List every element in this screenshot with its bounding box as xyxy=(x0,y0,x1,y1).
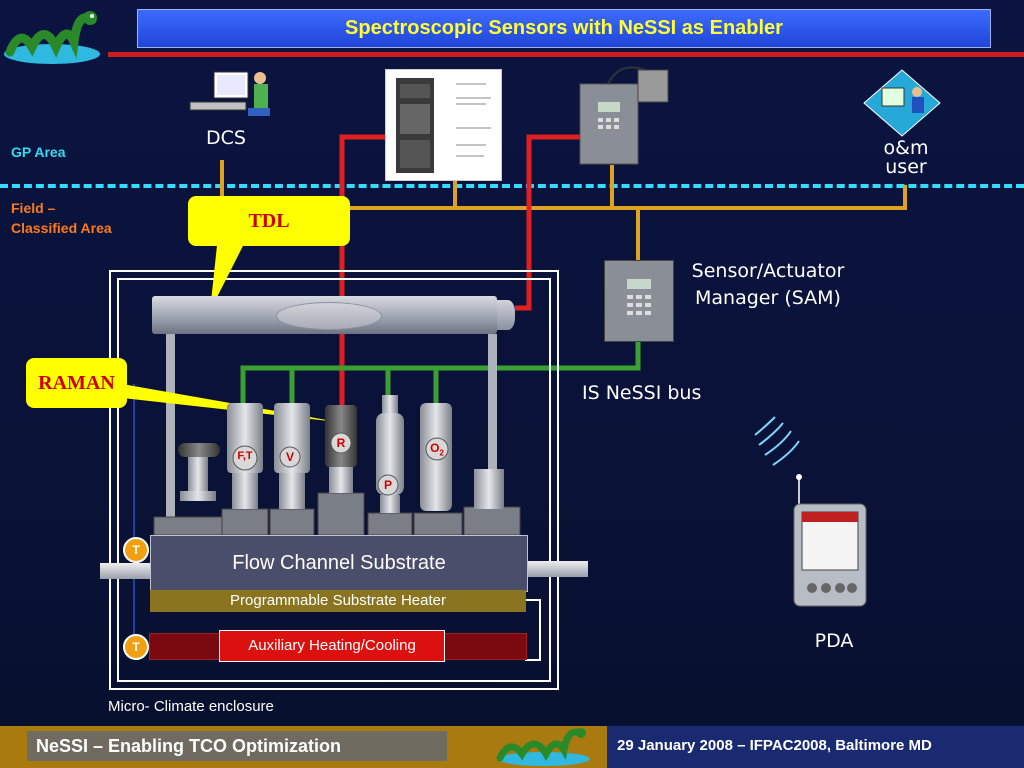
substrate-heater: Programmable Substrate Heater xyxy=(150,590,526,612)
footer-left-box xyxy=(27,731,447,761)
temperature-sensor-2: T xyxy=(123,634,149,660)
tdl-cell xyxy=(276,302,382,330)
tdl-callout: TDL xyxy=(188,196,350,246)
om-user-label-line2: user xyxy=(885,156,927,178)
om-user-label-line1: o&m xyxy=(883,137,929,159)
om-user-icon xyxy=(863,69,941,137)
slide-title: Spectroscopic Sensors with NeSSI as Enab… xyxy=(137,9,991,48)
flow-channel-substrate: Flow Channel Substrate xyxy=(150,535,528,592)
footer-logo-icon xyxy=(496,728,590,766)
sensor-r-badge: R xyxy=(336,436,346,450)
tdl-callout-pointer xyxy=(210,236,248,311)
nessi-logo-icon xyxy=(4,11,100,64)
footer-left-text: NeSSI – Enabling TCO Optimization xyxy=(36,736,342,756)
analyzer-box-image xyxy=(578,62,672,165)
raman-callout: RAMAN xyxy=(26,358,127,408)
dcs-operator-icon xyxy=(189,71,270,116)
temperature-sensor-1: T xyxy=(123,537,149,563)
sam-label-line2: Manager (SAM) xyxy=(695,287,841,309)
zone-boundary-line xyxy=(0,184,1024,188)
title-underline xyxy=(108,52,1024,57)
sensor-modules xyxy=(153,395,521,536)
sam-label-line1: Sensor/Actuator xyxy=(691,260,845,282)
substrate-pipe-right xyxy=(526,561,588,577)
dcs-label: DCS xyxy=(206,127,246,149)
field-area-label-line1: Field – xyxy=(11,200,56,216)
footer-right-text: 29 January 2008 – IFPAC2008, Baltimore M… xyxy=(617,737,932,754)
sensor-o2-badge: O2 xyxy=(426,441,448,457)
sam-device-image xyxy=(604,260,674,342)
sensor-v-badge: V xyxy=(285,450,294,464)
substrate-pipe-left xyxy=(100,563,152,579)
header-pipe-end xyxy=(497,300,515,330)
sensor-ft-badge: F,T xyxy=(237,450,253,462)
field-area-label-line2: Classified Area xyxy=(11,220,112,236)
support-post-left xyxy=(166,334,175,519)
pda-device-icon xyxy=(793,474,867,607)
support-post-right xyxy=(488,334,497,519)
aux-heating-label: Auxiliary Heating/Cooling xyxy=(219,630,445,662)
analyzer-cabinet-image xyxy=(385,69,502,181)
sensor-o2-letter: O xyxy=(430,441,440,455)
sensor-p-badge: P xyxy=(383,478,392,492)
enclosure-label: Micro- Climate enclosure xyxy=(108,698,274,715)
pda-label: PDA xyxy=(814,630,854,652)
is-nessi-bus-label: IS NeSSI bus xyxy=(582,382,702,404)
footer-right-box xyxy=(607,726,1024,768)
wireless-signal-icon xyxy=(754,416,800,466)
gp-area-label: GP Area xyxy=(11,144,66,160)
sensor-o2-subscript: 2 xyxy=(439,448,444,458)
